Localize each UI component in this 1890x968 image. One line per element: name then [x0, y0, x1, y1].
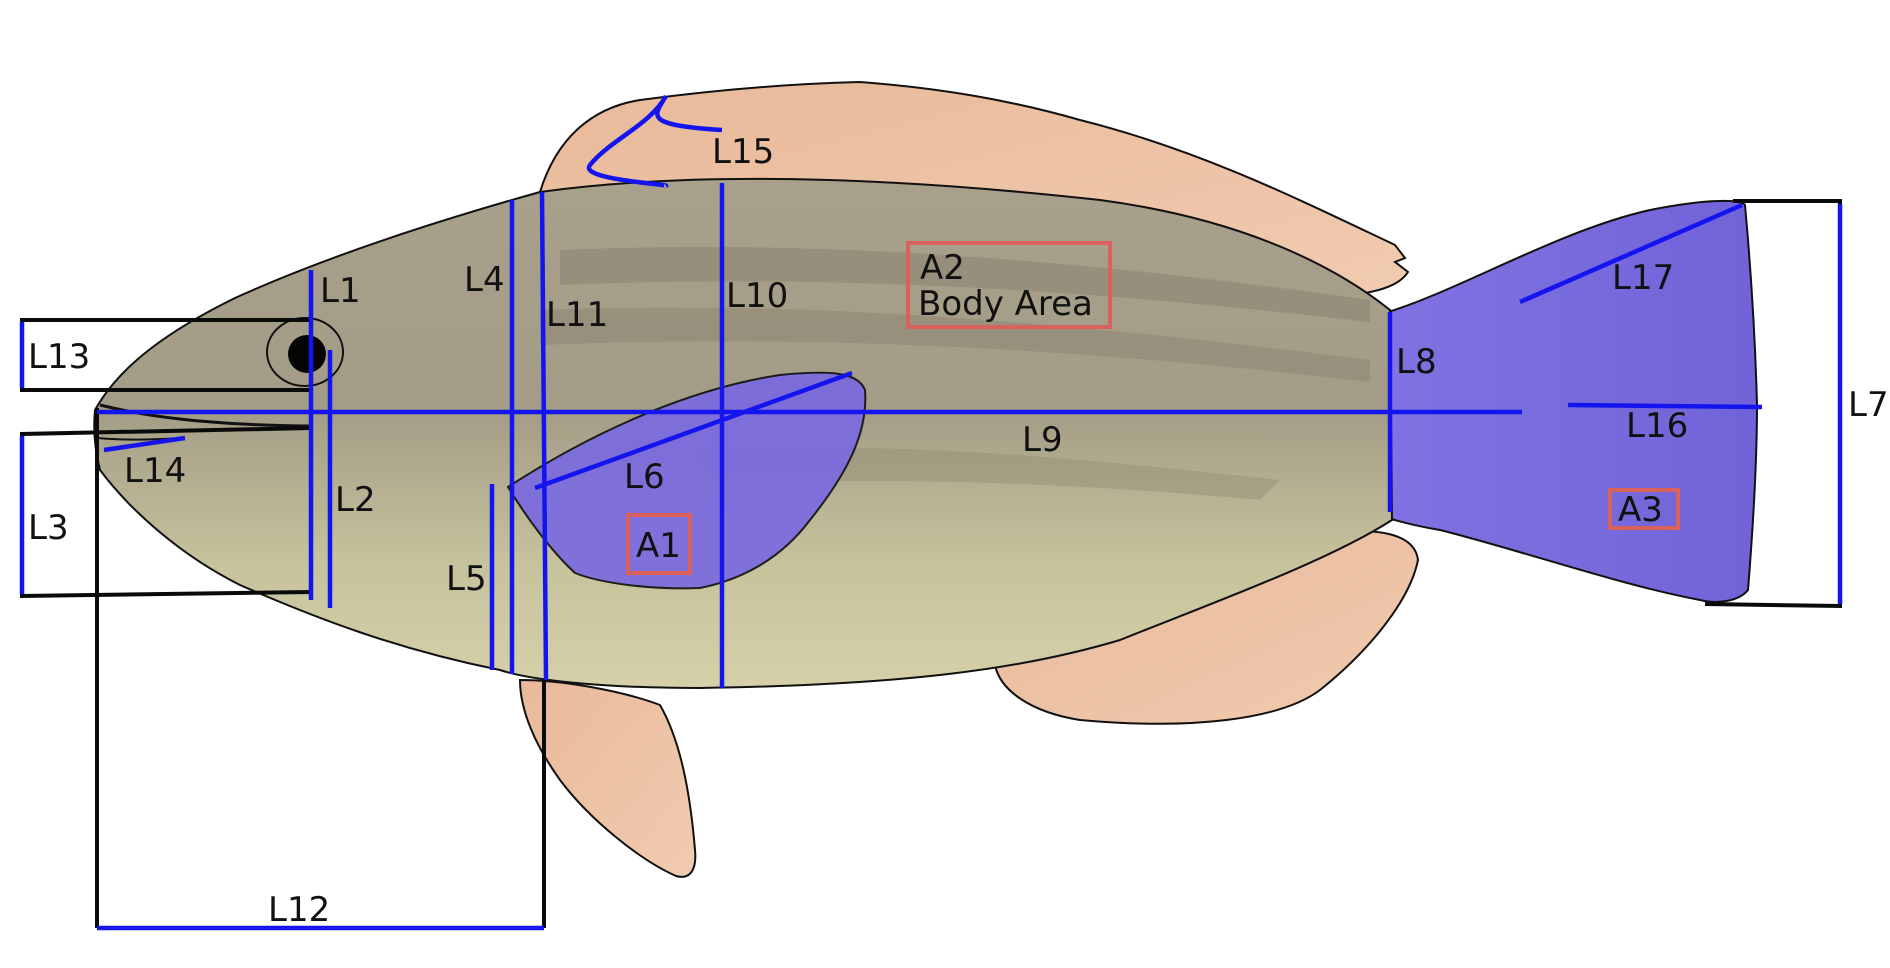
label-a2-caption: Body Area	[918, 284, 1093, 324]
caudal-fin	[1387, 199, 1759, 603]
label-a2: A2	[920, 248, 965, 288]
label-l2: L2	[335, 480, 376, 520]
label-l14: L14	[124, 451, 186, 491]
line-l15	[586, 94, 723, 189]
pelvic-fin	[518, 678, 697, 878]
area-box-a2	[906, 241, 1112, 329]
label-l17: L17	[1612, 258, 1674, 298]
label-l15: L15	[712, 132, 774, 172]
label-l11: L11	[546, 295, 608, 335]
body-stripe	[540, 307, 1370, 382]
line-l16	[1567, 402, 1763, 410]
line-l6	[534, 370, 853, 491]
body-stripe	[560, 247, 1370, 322]
line-l11	[539, 191, 549, 681]
label-a3: A3	[1618, 490, 1663, 530]
mouth-line	[99, 403, 311, 428]
label-l3: L3	[28, 508, 69, 548]
label-l16: L16	[1626, 406, 1688, 446]
label-l13: L13	[28, 337, 90, 377]
label-l4: L4	[464, 260, 505, 300]
area-box-a3	[1608, 488, 1680, 530]
line-l14	[103, 435, 186, 453]
label-l6: L6	[624, 457, 665, 497]
label-l5: L5	[446, 559, 487, 599]
label-l10: L10	[726, 276, 788, 316]
eye	[288, 335, 326, 373]
label-l1: L1	[320, 271, 361, 311]
label-l8: L8	[1396, 342, 1437, 382]
label-a1: A1	[636, 526, 681, 566]
label-l12: L12	[268, 890, 330, 930]
pectoral-fin	[506, 371, 867, 590]
label-l9: L9	[1022, 420, 1063, 460]
line-l17	[1519, 202, 1743, 305]
l12-bracket	[95, 408, 546, 928]
area-box-a1	[626, 513, 692, 575]
label-l7: L7	[1848, 385, 1889, 425]
